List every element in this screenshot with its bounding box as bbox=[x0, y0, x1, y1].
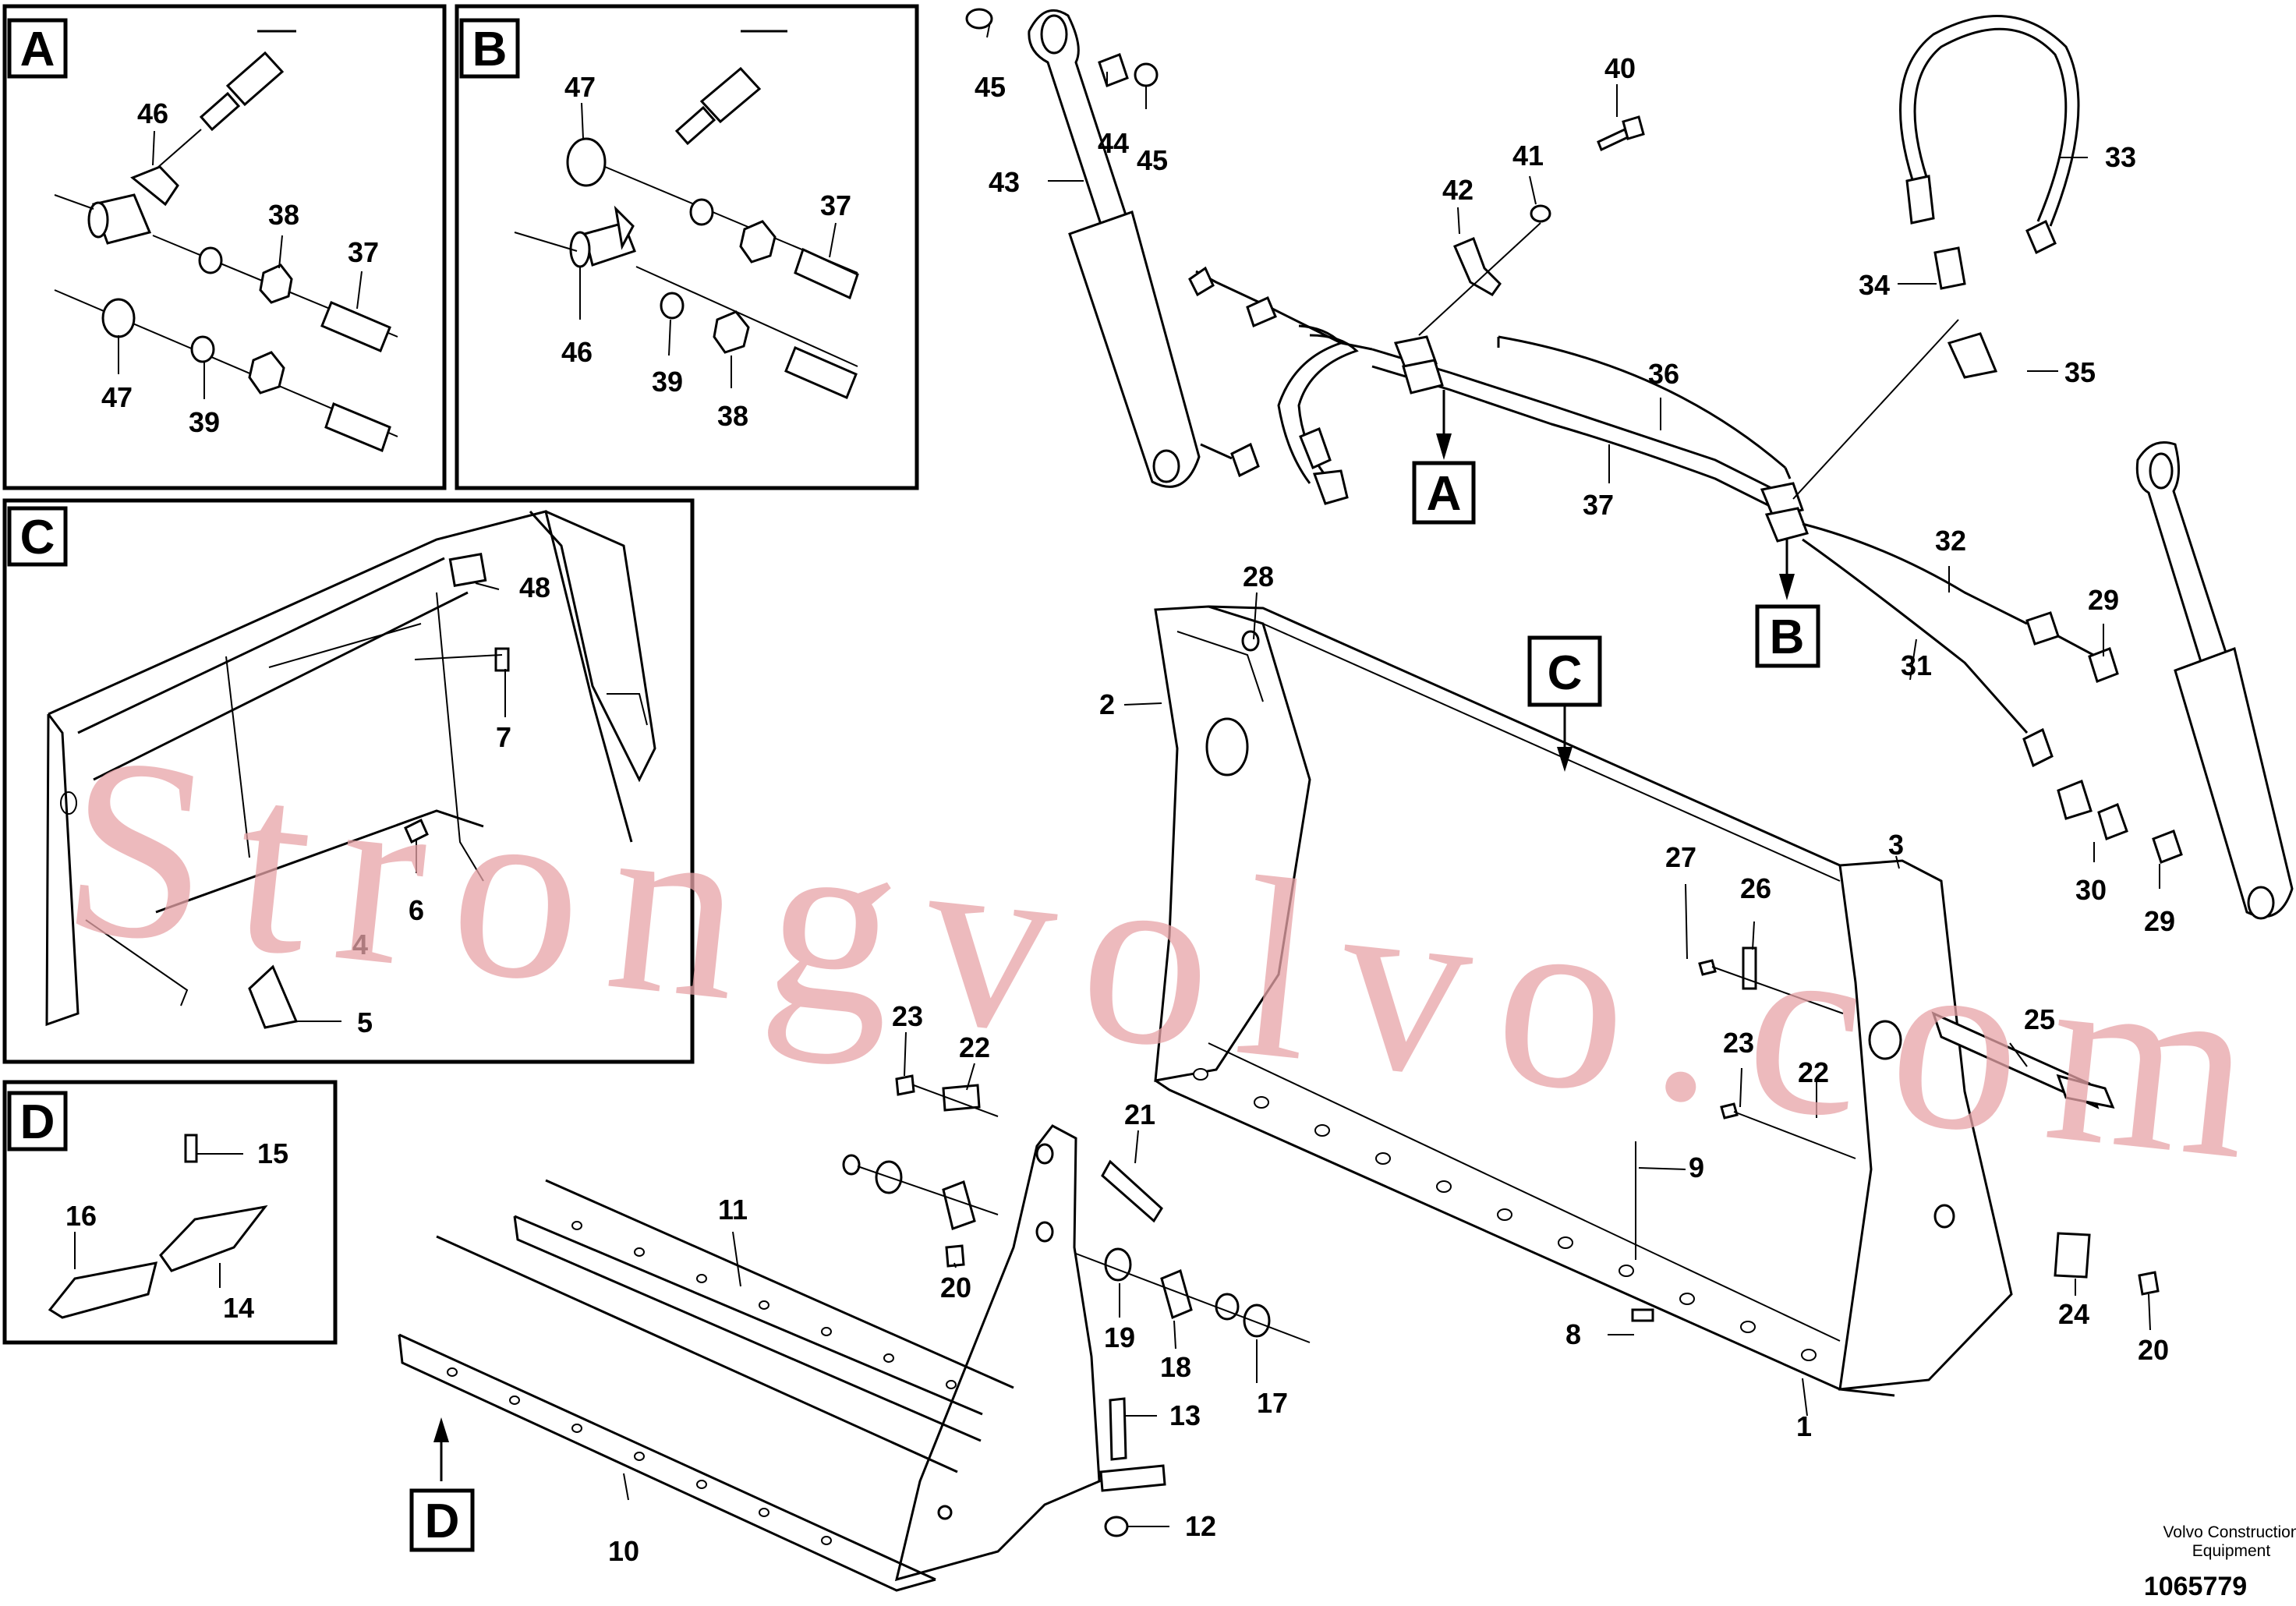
label-45a: 45 bbox=[975, 71, 1006, 103]
label-17: 17 bbox=[1257, 1387, 1288, 1419]
svg-text:C: C bbox=[1548, 646, 1583, 700]
callout-b: B bbox=[1755, 539, 1820, 668]
label-15: 15 bbox=[257, 1137, 288, 1169]
label-34: 34 bbox=[1859, 269, 1890, 301]
hydraulic-assembly: 45 44 45 43 40 41 42 36 37 33 34 35 32 3… bbox=[965, 8, 2294, 937]
label-27: 27 bbox=[1665, 841, 1696, 873]
bucket-assembly: 28 2 3 27 26 25 23 22 9 8 1 24 20 bbox=[1099, 561, 2169, 1442]
label-30: 30 bbox=[2075, 874, 2107, 906]
label-3: 3 bbox=[1888, 829, 1904, 861]
label-4: 4 bbox=[352, 929, 368, 960]
label-21: 21 bbox=[1124, 1098, 1155, 1130]
label-10: 10 bbox=[608, 1535, 639, 1567]
label-16: 16 bbox=[65, 1200, 97, 1232]
inset-a: A 46 38 37 47 39 bbox=[2, 4, 447, 490]
edge-holes bbox=[447, 1221, 957, 1545]
label-37a: 37 bbox=[348, 236, 379, 268]
label-26: 26 bbox=[1740, 872, 1771, 904]
document-number: 1065779 bbox=[2144, 1572, 2247, 1601]
footer: Volvo Construction Equipment 1065779 bbox=[2144, 1523, 2296, 1601]
inset-b: B 47 37 46 39 38 bbox=[455, 4, 919, 490]
label-28: 28 bbox=[1243, 561, 1274, 593]
label-29a: 29 bbox=[2088, 584, 2119, 616]
label-18: 18 bbox=[1160, 1351, 1191, 1383]
label-6: 6 bbox=[409, 894, 424, 926]
label-43: 43 bbox=[989, 166, 1020, 198]
label-9: 9 bbox=[1689, 1151, 1704, 1183]
label-13: 13 bbox=[1169, 1399, 1201, 1431]
label-25: 25 bbox=[2024, 1003, 2055, 1035]
label-2: 2 bbox=[1099, 688, 1115, 720]
callout-a: A bbox=[1412, 390, 1476, 525]
inset-b-letter: B bbox=[472, 23, 508, 76]
label-42: 42 bbox=[1442, 174, 1473, 206]
label-23a: 23 bbox=[892, 1000, 923, 1032]
label-36: 36 bbox=[1648, 358, 1679, 390]
label-29b: 29 bbox=[2144, 905, 2175, 937]
label-44: 44 bbox=[1098, 127, 1129, 159]
label-20b: 20 bbox=[2138, 1334, 2169, 1366]
svg-text:B: B bbox=[1770, 610, 1805, 664]
label-38b: 38 bbox=[717, 400, 748, 432]
inset-c-letter: C bbox=[20, 511, 55, 564]
label-19: 19 bbox=[1104, 1321, 1135, 1353]
svg-text:D: D bbox=[425, 1495, 460, 1548]
label-41: 41 bbox=[1512, 140, 1544, 172]
label-38a: 38 bbox=[268, 199, 299, 231]
cutting-edge-assembly: 23 22 21 20 19 18 17 13 12 11 10 bbox=[398, 1000, 1311, 1592]
brand-line-1: Volvo Construction bbox=[2163, 1523, 2296, 1541]
label-14: 14 bbox=[223, 1292, 254, 1324]
brand-line-2: Equipment bbox=[2192, 1542, 2271, 1560]
label-11: 11 bbox=[718, 1194, 748, 1226]
inset-c: C 48 7 6 4 5 bbox=[2, 498, 695, 1064]
label-33: 33 bbox=[2105, 141, 2136, 173]
label-20a: 20 bbox=[940, 1272, 971, 1304]
label-22b: 22 bbox=[1798, 1056, 1829, 1088]
callout-c: C bbox=[1527, 635, 1602, 772]
label-47b: 47 bbox=[564, 71, 596, 103]
label-35: 35 bbox=[2064, 356, 2096, 388]
label-23b: 23 bbox=[1723, 1027, 1754, 1059]
label-5: 5 bbox=[357, 1006, 373, 1038]
label-37b: 37 bbox=[820, 189, 851, 221]
label-1: 1 bbox=[1796, 1410, 1812, 1442]
label-7: 7 bbox=[496, 721, 511, 753]
label-46a: 46 bbox=[137, 97, 168, 129]
label-40: 40 bbox=[1604, 52, 1636, 84]
inset-d-letter: D bbox=[20, 1095, 55, 1149]
label-32: 32 bbox=[1935, 525, 1966, 557]
label-45b: 45 bbox=[1137, 144, 1168, 176]
label-22a: 22 bbox=[959, 1031, 990, 1063]
label-24: 24 bbox=[2058, 1298, 2089, 1330]
cutting-edge-holes bbox=[1193, 1068, 1817, 1361]
label-39b: 39 bbox=[652, 366, 683, 398]
label-39a: 39 bbox=[189, 406, 220, 438]
svg-text:A: A bbox=[1427, 467, 1462, 521]
label-12: 12 bbox=[1185, 1510, 1216, 1542]
watermark: Strongvolvo.com bbox=[52, 701, 2294, 1216]
callout-d: D bbox=[409, 1417, 475, 1552]
inset-d: D 15 16 14 bbox=[2, 1080, 338, 1345]
label-46b: 46 bbox=[561, 336, 593, 368]
inset-a-letter: A bbox=[20, 23, 55, 76]
label-48: 48 bbox=[519, 571, 550, 603]
label-47a: 47 bbox=[101, 381, 133, 413]
label-31: 31 bbox=[1901, 649, 1932, 681]
label-8: 8 bbox=[1565, 1318, 1581, 1350]
label-37: 37 bbox=[1583, 489, 1614, 521]
